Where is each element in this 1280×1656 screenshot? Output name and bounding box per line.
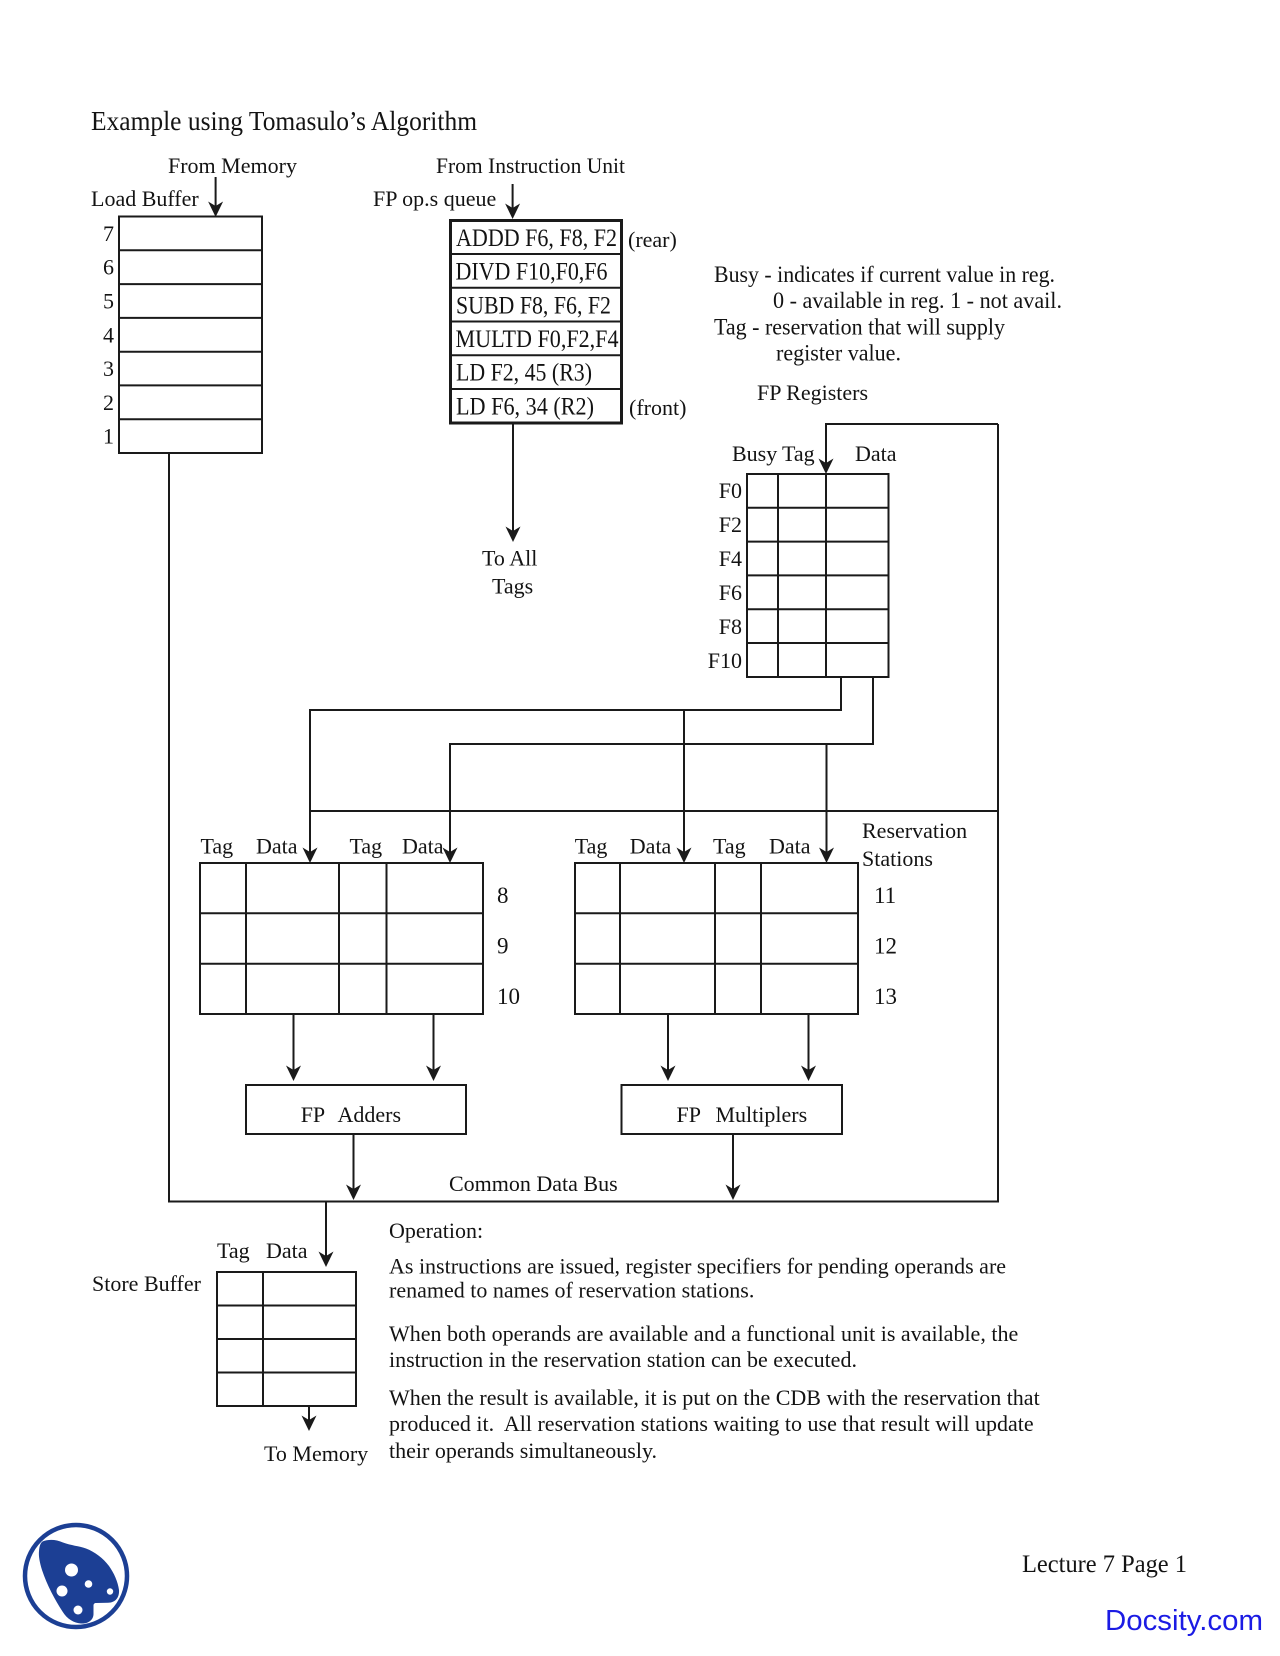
svg-text:10: 10 [497,984,520,1009]
svg-text:(front): (front) [629,395,686,420]
svg-text:F0: F0 [719,478,742,503]
svg-text:their operands simultaneously.: their operands simultaneously. [389,1438,657,1463]
svg-text:Data: Data [402,834,444,859]
svg-text:Load Buffer: Load Buffer [91,186,199,211]
svg-text:F8: F8 [719,614,742,639]
svg-text:5: 5 [103,289,114,314]
svg-text:Operation:: Operation: [389,1218,483,1243]
svg-text:When the result is available,: When the result is available, it is put … [389,1385,1040,1410]
svg-text:Tag: Tag [217,1238,250,1263]
svg-text:LD F6, 34 (R2): LD F6, 34 (R2) [456,394,594,421]
svg-text:Docsity.com: Docsity.com [1105,1605,1263,1637]
svg-text:To All: To All [482,546,537,571]
svg-text:Tag - reservation that will su: Tag - reservation that will supply [714,315,1005,340]
svg-text:Data: Data [266,1238,308,1263]
svg-text:3: 3 [103,356,114,381]
svg-text:0 - available in reg. 1 - not: 0 - available in reg. 1 - not avail. [773,288,1062,313]
svg-text:From Instruction Unit: From Instruction Unit [436,153,625,178]
svg-text:12: 12 [874,934,897,959]
svg-text:From Memory: From Memory [168,153,297,178]
svg-text:When both operands are availab: When both operands are available and a f… [389,1321,1018,1346]
svg-text:Tag: Tag [713,834,746,859]
svg-text:LD F2, 45 (R3): LD F2, 45 (R3) [456,360,592,387]
svg-text:MULTD F0,F2,F4: MULTD F0,F2,F4 [456,326,619,353]
svg-text:FP Registers: FP Registers [757,380,868,405]
svg-text:Tag: Tag [575,834,608,859]
svg-text:SUBD F8, F6, F2: SUBD F8, F6, F2 [456,293,611,320]
svg-text:Tags: Tags [492,574,533,599]
svg-text:register value.: register value. [776,341,901,366]
svg-text:ADDD F6, F8, F2: ADDD F6, F8, F2 [456,225,617,252]
svg-text:To Memory: To Memory [264,1441,368,1466]
svg-text:FP op.s queue: FP op.s queue [373,186,496,211]
svg-text:Example using Tomasulo’s Algor: Example using Tomasulo’s Algorithm [91,106,477,136]
svg-text:produced it. All reservation: produced it. All reservation stations wa… [389,1411,1034,1436]
svg-text:Busy - indicates if current va: Busy - indicates if current value in reg… [714,262,1055,287]
svg-text:F6: F6 [719,580,742,605]
svg-text:renamed to names of reservatio: renamed to names of reservation stations… [389,1278,754,1303]
svg-text:7: 7 [103,221,114,246]
svg-text:Common Data Bus: Common Data Bus [449,1171,618,1196]
svg-text:Tag: Tag [350,834,383,859]
svg-text:Busy: Busy [732,441,777,466]
svg-text:Store Buffer: Store Buffer [92,1271,202,1296]
svg-text:instruction in the reservation: instruction in the reservation station c… [389,1347,857,1372]
svg-text:DIVD F10,F0,F6: DIVD F10,F0,F6 [456,259,608,286]
svg-text:(rear): (rear) [628,227,677,252]
svg-text:9: 9 [497,934,509,959]
svg-text:As instructions are issued, re: As instructions are issued, register spe… [389,1254,1006,1279]
svg-text:6: 6 [103,255,114,280]
svg-text:Data: Data [256,834,298,859]
svg-text:Tag: Tag [782,441,815,466]
svg-text:F4: F4 [719,546,742,571]
svg-text:Data: Data [855,441,897,466]
svg-text:11: 11 [874,883,896,908]
svg-text:Data: Data [769,834,811,859]
svg-text:Tag: Tag [201,834,234,859]
svg-text:8: 8 [497,883,509,908]
svg-text:Reservation: Reservation [862,818,967,843]
svg-text:Lecture 7 Page 1: Lecture 7 Page 1 [1022,1551,1187,1578]
svg-text:F2: F2 [719,512,742,537]
svg-text:13: 13 [874,984,897,1009]
svg-text:1: 1 [103,424,114,449]
svg-text:2: 2 [103,390,114,415]
svg-text:Data: Data [630,834,672,859]
svg-text:F10: F10 [708,648,742,673]
svg-text:Stations: Stations [862,846,933,871]
svg-text:4: 4 [103,322,114,347]
